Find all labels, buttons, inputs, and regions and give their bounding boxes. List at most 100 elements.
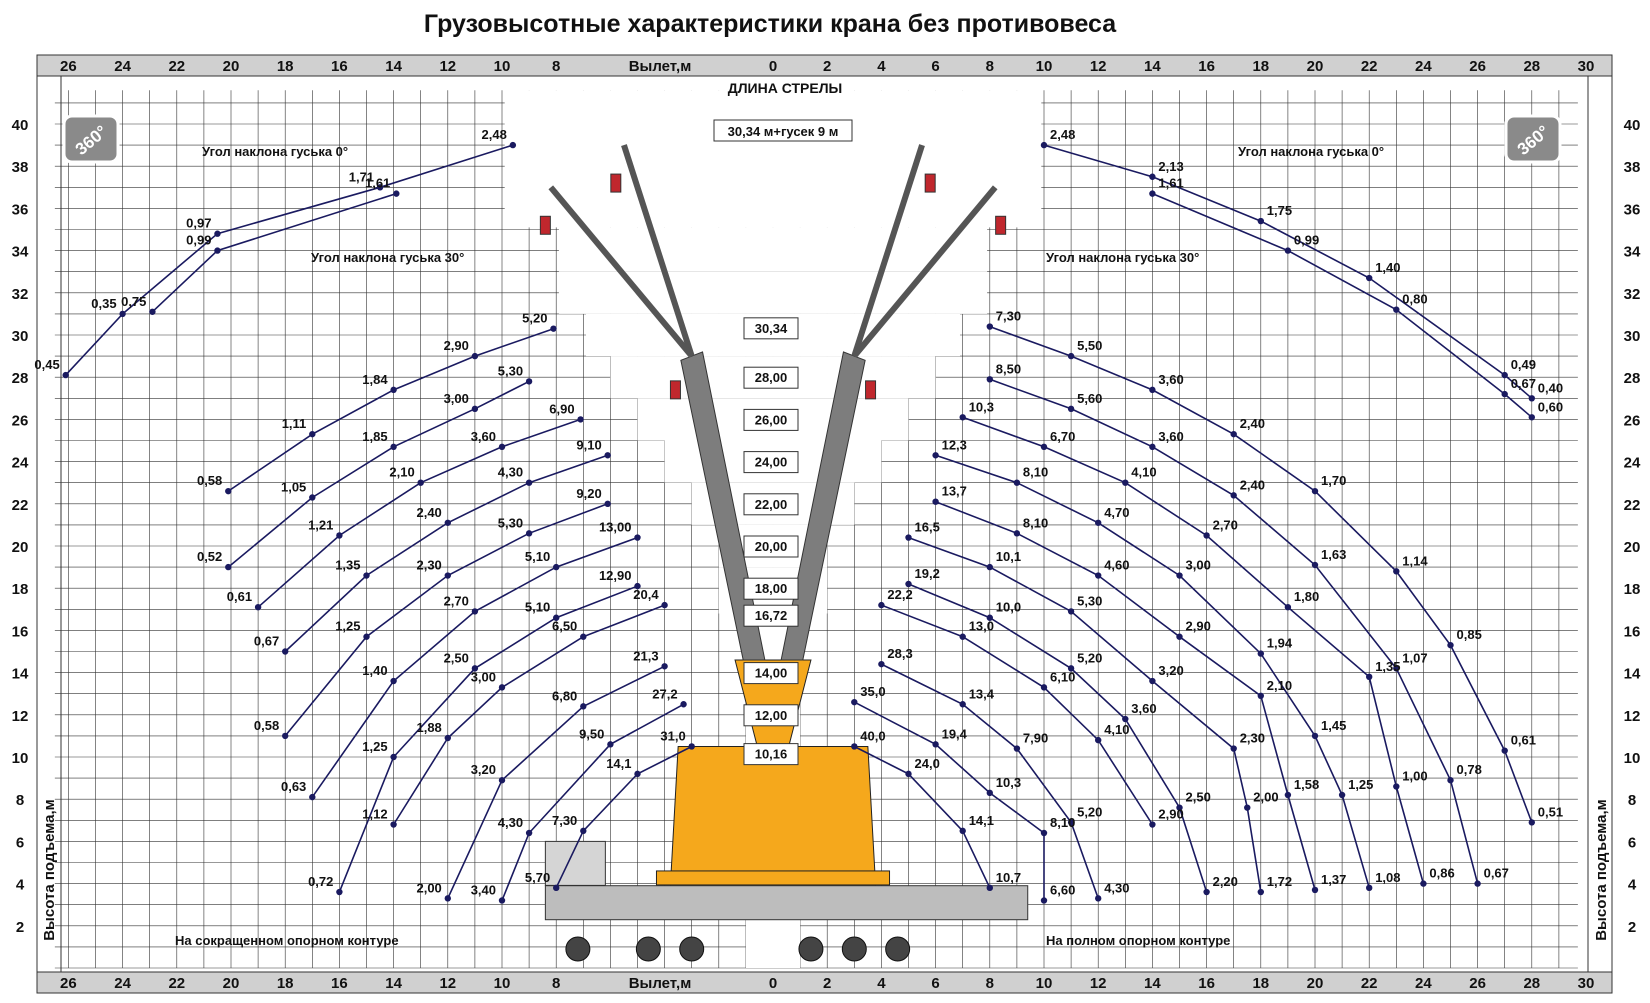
- load-point: [688, 743, 695, 750]
- load-point: [580, 827, 587, 835]
- load-point: [1149, 173, 1156, 180]
- load-point: [1122, 479, 1129, 486]
- crane-hook: [865, 380, 877, 400]
- x-tick-label-bottom: 22: [1361, 975, 1378, 992]
- load-point: [959, 827, 966, 835]
- right-jib-angle-30-label: Угол наклона гуська 30°: [1046, 250, 1199, 265]
- load-value-label: 1,37: [1321, 872, 1346, 887]
- load-point: [336, 888, 343, 896]
- load-value-label: 3,20: [1158, 663, 1183, 678]
- x-tick-label-top: 14: [1144, 58, 1161, 75]
- x-tick-label-bottom: 16: [331, 975, 348, 992]
- load-value-label: 9,20: [576, 486, 601, 501]
- load-point: [1122, 715, 1129, 723]
- x-tick-label-bottom: 22: [168, 975, 185, 992]
- right-note: На полном опорном контуре: [1046, 933, 1230, 948]
- load-point: [1257, 888, 1265, 896]
- load-point: [851, 743, 858, 750]
- load-point: [1067, 819, 1075, 826]
- jib-label-box: [713, 119, 853, 142]
- load-value-label: 5,60: [1077, 391, 1102, 406]
- x-tick-label-bottom: 18: [1252, 975, 1269, 992]
- load-value-label: 0,58: [254, 718, 279, 733]
- boom-length-label: 14,00: [755, 666, 788, 681]
- load-value-label: 0,67: [254, 634, 279, 649]
- boom-length-box: [743, 535, 799, 558]
- y-tick-label-right: 20: [1624, 539, 1641, 556]
- boom-length-label: 16,72: [755, 608, 788, 623]
- load-value-label: 3,00: [444, 391, 469, 406]
- load-point: [498, 897, 506, 904]
- y-tick-label-left: 34: [12, 244, 29, 261]
- boom-length-box: [743, 577, 799, 600]
- load-curve-right-4: [962, 416, 1425, 884]
- boom-length-label: 26,00: [755, 412, 788, 427]
- load-value-label: 5,10: [525, 600, 550, 615]
- load-value-label: 1,21: [308, 517, 333, 532]
- load-value-label: 3,60: [1158, 372, 1183, 387]
- crane-outrigger-beam: [655, 870, 891, 886]
- x-tick-label-top: 10: [494, 58, 511, 75]
- load-point: [225, 563, 232, 571]
- y-tick-label-left: 8: [16, 792, 24, 809]
- load-point: [390, 386, 397, 394]
- y-tick-label-left: 12: [12, 708, 29, 725]
- load-point: [1528, 395, 1536, 402]
- load-value-label: 6,10: [1050, 669, 1075, 684]
- load-value-label: 5,20: [1077, 804, 1102, 819]
- left-axis-band: [36, 75, 62, 973]
- load-point: [634, 770, 641, 778]
- x-tick-label-bottom: 10: [494, 975, 511, 992]
- load-point: [1284, 791, 1292, 799]
- load-value-label: 1,40: [1375, 260, 1400, 275]
- load-value-label: 2,70: [1213, 517, 1238, 532]
- load-point: [1095, 519, 1102, 526]
- load-point: [1447, 777, 1454, 784]
- boom-length-box: [743, 451, 799, 474]
- load-point: [390, 677, 397, 685]
- load-value-label: 0,72: [308, 874, 333, 889]
- load-value-label: 16,5: [915, 520, 940, 535]
- load-point: [1420, 880, 1427, 887]
- load-point: [634, 582, 641, 590]
- load-point: [390, 821, 397, 828]
- boom-length-label: 24,00: [755, 455, 788, 470]
- boom-length-box: [743, 366, 799, 389]
- crane-hook: [669, 380, 681, 400]
- load-value-label: 5,30: [498, 363, 523, 378]
- x-tick-label-bottom: 10: [1036, 975, 1053, 992]
- x-tick-label-top: 4: [877, 58, 886, 75]
- load-value-label: 1,71: [349, 169, 374, 184]
- load-point: [986, 376, 993, 383]
- load-point: [498, 443, 506, 451]
- y-tick-label-right: 8: [1628, 792, 1636, 809]
- chart-title: Грузовысотные характеристики крана без п…: [424, 10, 1117, 38]
- load-value-label: 8,10: [1023, 465, 1048, 480]
- load-value-label: 0,67: [1484, 866, 1509, 881]
- load-curve-left-10: [447, 665, 665, 899]
- load-point: [1230, 492, 1237, 499]
- load-point: [1393, 783, 1400, 790]
- load-point: [1067, 405, 1075, 413]
- load-value-label: 14,1: [969, 813, 994, 828]
- boom-length-label: 12,00: [755, 708, 788, 723]
- boom-length-box: [743, 317, 799, 340]
- load-point: [550, 325, 557, 332]
- x-tick-label-bottom: 20: [223, 975, 240, 992]
- load-value-label: 1,61: [1158, 176, 1183, 191]
- load-value-label: 8,10: [1023, 515, 1048, 530]
- y-tick-label-left: 32: [12, 286, 29, 303]
- y-tick-label-left: 36: [12, 201, 29, 218]
- load-point: [1095, 736, 1102, 744]
- load-value-label: 2,20: [1213, 874, 1238, 889]
- crane-boom-right: [780, 351, 866, 661]
- x-tick-label-top: 22: [1361, 58, 1378, 75]
- load-point: [932, 741, 939, 748]
- load-point: [309, 793, 316, 801]
- load-value-label: 9,10: [576, 437, 601, 452]
- load-point: [607, 741, 614, 748]
- load-point: [1067, 608, 1075, 615]
- load-value-label: 1,84: [362, 372, 388, 387]
- load-point: [1366, 884, 1373, 892]
- top-axis-band: [36, 54, 1613, 77]
